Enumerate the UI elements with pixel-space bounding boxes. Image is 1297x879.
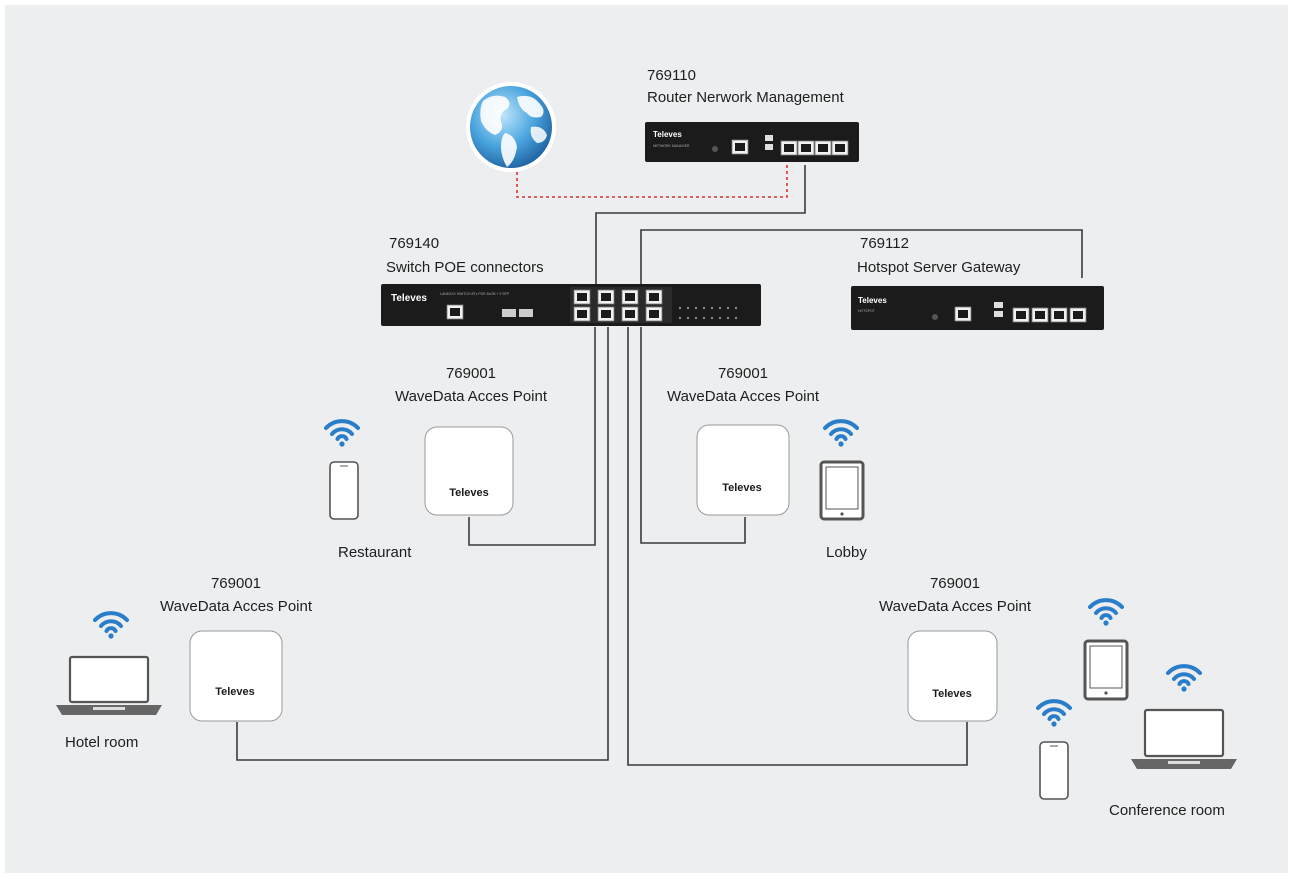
ap-brand: Televes: [722, 482, 762, 494]
cable-switch-ap-hotel: [236, 327, 609, 761]
access-point-hotel: Televes: [189, 630, 283, 722]
laptop-icon: [56, 655, 162, 715]
tablet-icon: [1083, 639, 1129, 701]
ap-code: 769001: [210, 575, 262, 592]
laptop-icon: [1131, 708, 1237, 769]
switch-brand: Televes: [391, 293, 427, 304]
ap-brand: Televes: [932, 688, 972, 700]
router-brand: Televes: [653, 130, 682, 139]
smartphone-icon: [329, 461, 359, 520]
router-code: 769110: [647, 67, 696, 84]
room-label-lobby: Lobby: [826, 544, 867, 561]
router-device: Televes NETWORK MANAGER: [645, 122, 859, 162]
wifi-icon: [823, 419, 859, 449]
room-label-hotel: Hotel room: [65, 734, 139, 751]
cable-switch-ap-lobby: [640, 327, 746, 544]
gateway-name: Hotspot Server Gateway: [857, 259, 1021, 276]
ap-name: WaveData Acces Point: [159, 598, 312, 615]
switch-device: Televes LAN6XXX SWITCH 8Tx POE 8xGB + 2 …: [381, 284, 761, 326]
gateway-code: 769112: [860, 235, 909, 252]
smartphone-icon: [1039, 741, 1069, 800]
ap-name: WaveData Acces Point: [666, 388, 819, 405]
cable-router-switch: [595, 165, 806, 287]
ap-name: WaveData Acces Point: [394, 388, 547, 405]
access-point-lobby: Televes: [696, 424, 790, 516]
router-name: Router Nerwork Management: [647, 89, 844, 106]
wan-link: [516, 160, 788, 198]
network-diagram: Televes NETWORK MANAGER Televes LAN6XXX …: [5, 5, 1288, 873]
ap-brand: Televes: [449, 487, 489, 499]
ap-code: 769001: [929, 575, 981, 592]
ap-code: 769001: [445, 365, 497, 382]
switch-code: 769140: [389, 235, 440, 252]
cable-switch-gateway: [640, 229, 1083, 285]
switch-name: Switch POE connectors: [386, 259, 544, 276]
wifi-icon: [93, 611, 129, 641]
room-label-conference: Conference room: [1109, 802, 1225, 819]
ap-brand: Televes: [215, 686, 255, 698]
gateway-brand: Televes: [858, 296, 887, 305]
cable-switch-ap-restaurant: [468, 327, 596, 546]
wifi-icon: [1166, 664, 1202, 694]
access-point-conference: Televes: [907, 630, 998, 722]
diagram-svg: Televes NETWORK MANAGER Televes LAN6XXX …: [56, 82, 1237, 800]
router-panel-text: NETWORK MANAGER: [653, 144, 690, 148]
globe-icon: [466, 82, 556, 172]
ethernet-cables: [236, 165, 1083, 766]
wifi-icon: [1088, 598, 1124, 628]
access-point-restaurant: Televes: [424, 426, 514, 516]
ap-name: WaveData Acces Point: [878, 598, 1031, 615]
cable-switch-ap-conference: [627, 327, 968, 766]
tablet-icon: [819, 460, 865, 521]
wifi-icon: [324, 419, 360, 449]
room-label-restaurant: Restaurant: [338, 544, 412, 561]
switch-panel-text: LAN6XXX SWITCH 8Tx POE 8xGB + 2 SFP: [440, 292, 510, 296]
gateway-device: Televes HOTSPOT: [851, 286, 1104, 330]
ap-code: 769001: [717, 365, 769, 382]
gateway-panel-text: HOTSPOT: [858, 309, 876, 313]
wifi-icon: [1036, 699, 1072, 729]
